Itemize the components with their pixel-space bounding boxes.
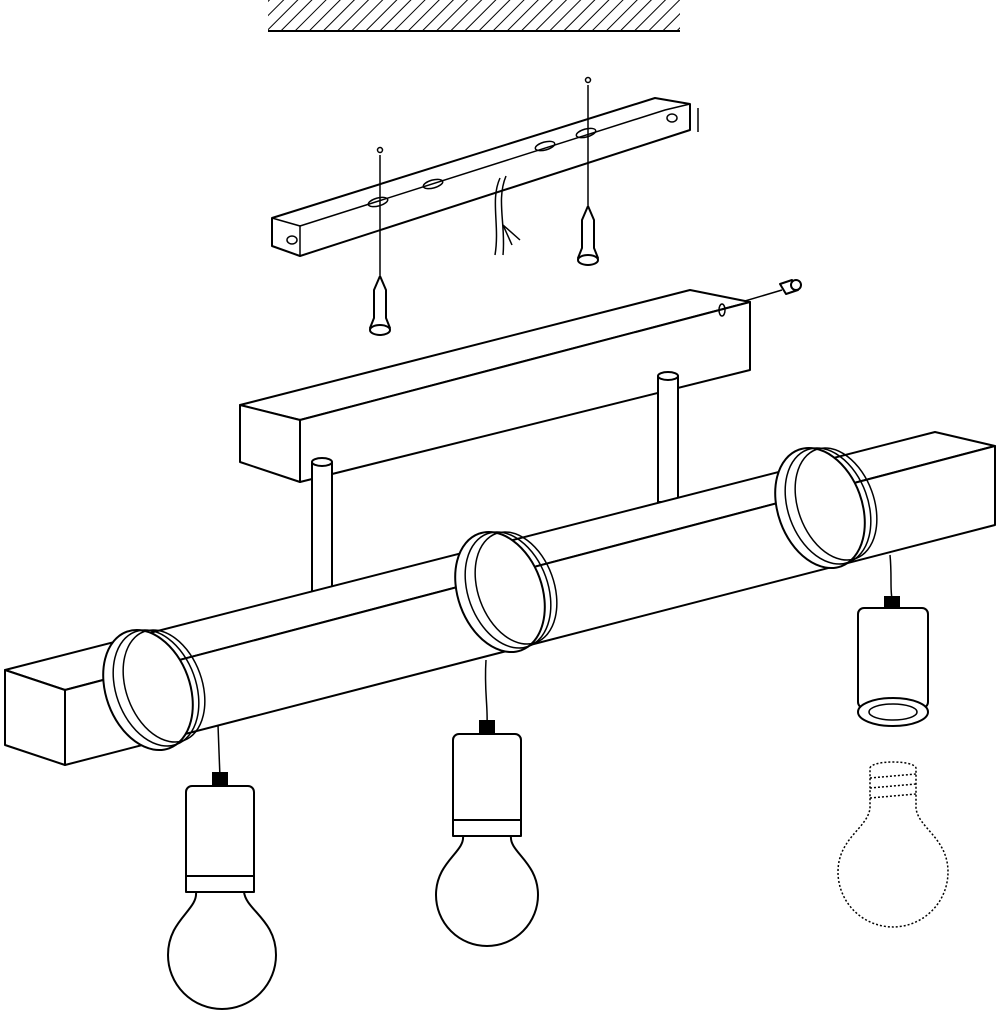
cable-wrap-middle [454,530,558,654]
wall-screw-left [369,146,391,336]
mounting-bracket [271,97,699,257]
canopy-box [239,289,751,483]
light-bulb-detached [837,761,949,928]
pendant-left [167,724,277,1010]
wall-screw-right [577,76,599,266]
pendant-right [857,554,929,727]
cable-wrap-left [102,628,206,752]
power-wires [494,175,521,256]
pendant-middle [435,659,539,947]
suspension-rods [311,371,679,593]
cable-wrap-right [774,446,878,570]
ceiling-hatch [268,0,680,32]
